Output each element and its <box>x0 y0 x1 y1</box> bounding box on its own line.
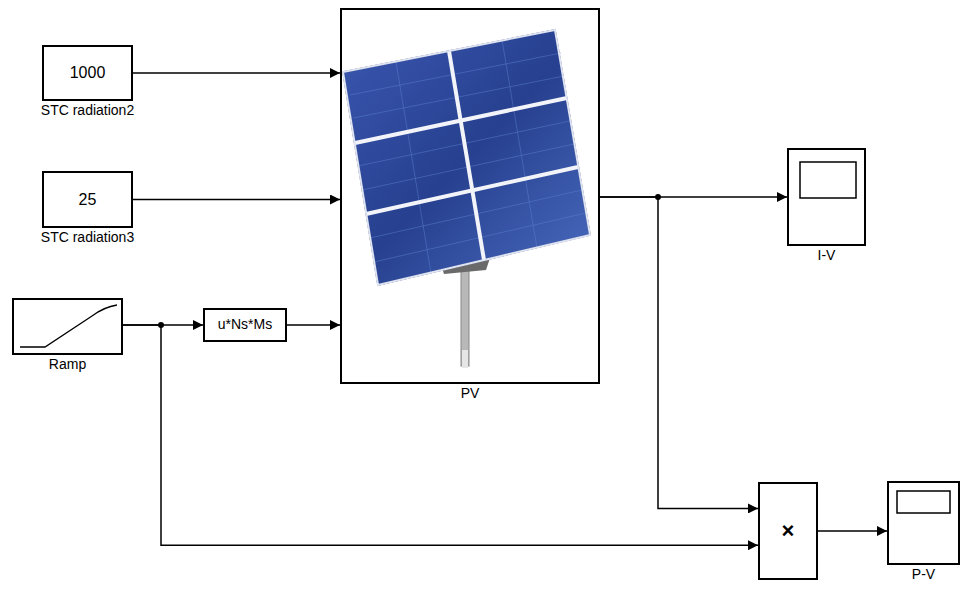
block-value: × <box>782 519 795 543</box>
branch-point <box>158 322 164 328</box>
scope-screen <box>897 491 950 513</box>
constant-block: 1000STC radiation2 <box>42 45 133 101</box>
block-value: u*Ns*Ms <box>218 317 272 332</box>
signal-line <box>287 324 340 326</box>
constant-block: 25STC radiation3 <box>42 171 133 228</box>
pv-subsystem-block: PV <box>340 8 600 384</box>
scope-block: I-V <box>787 148 866 246</box>
block-label: Ramp <box>48 356 87 372</box>
product-block: × <box>758 482 818 580</box>
block-label: P-V <box>911 566 936 582</box>
signal-line <box>133 72 340 74</box>
scope-screen <box>800 162 856 198</box>
block-value: 25 <box>79 191 97 209</box>
gain-block: u*Ns*Ms <box>203 308 287 342</box>
block-value: 1000 <box>70 64 106 82</box>
solar-panel-illustration <box>343 30 590 368</box>
scope-block: P-V <box>887 481 960 565</box>
signal-line <box>123 325 758 545</box>
block-label: PV <box>460 385 481 401</box>
branch-point <box>655 194 661 200</box>
block-label: I-V <box>817 247 837 263</box>
block-label: STC radiation3 <box>40 229 135 245</box>
ramp-block: Ramp <box>12 298 123 355</box>
signal-line <box>818 530 887 532</box>
signal-line <box>133 199 340 201</box>
signal-line <box>600 197 758 508</box>
block-label: STC radiation2 <box>40 102 135 118</box>
ramp-icon <box>20 305 117 347</box>
